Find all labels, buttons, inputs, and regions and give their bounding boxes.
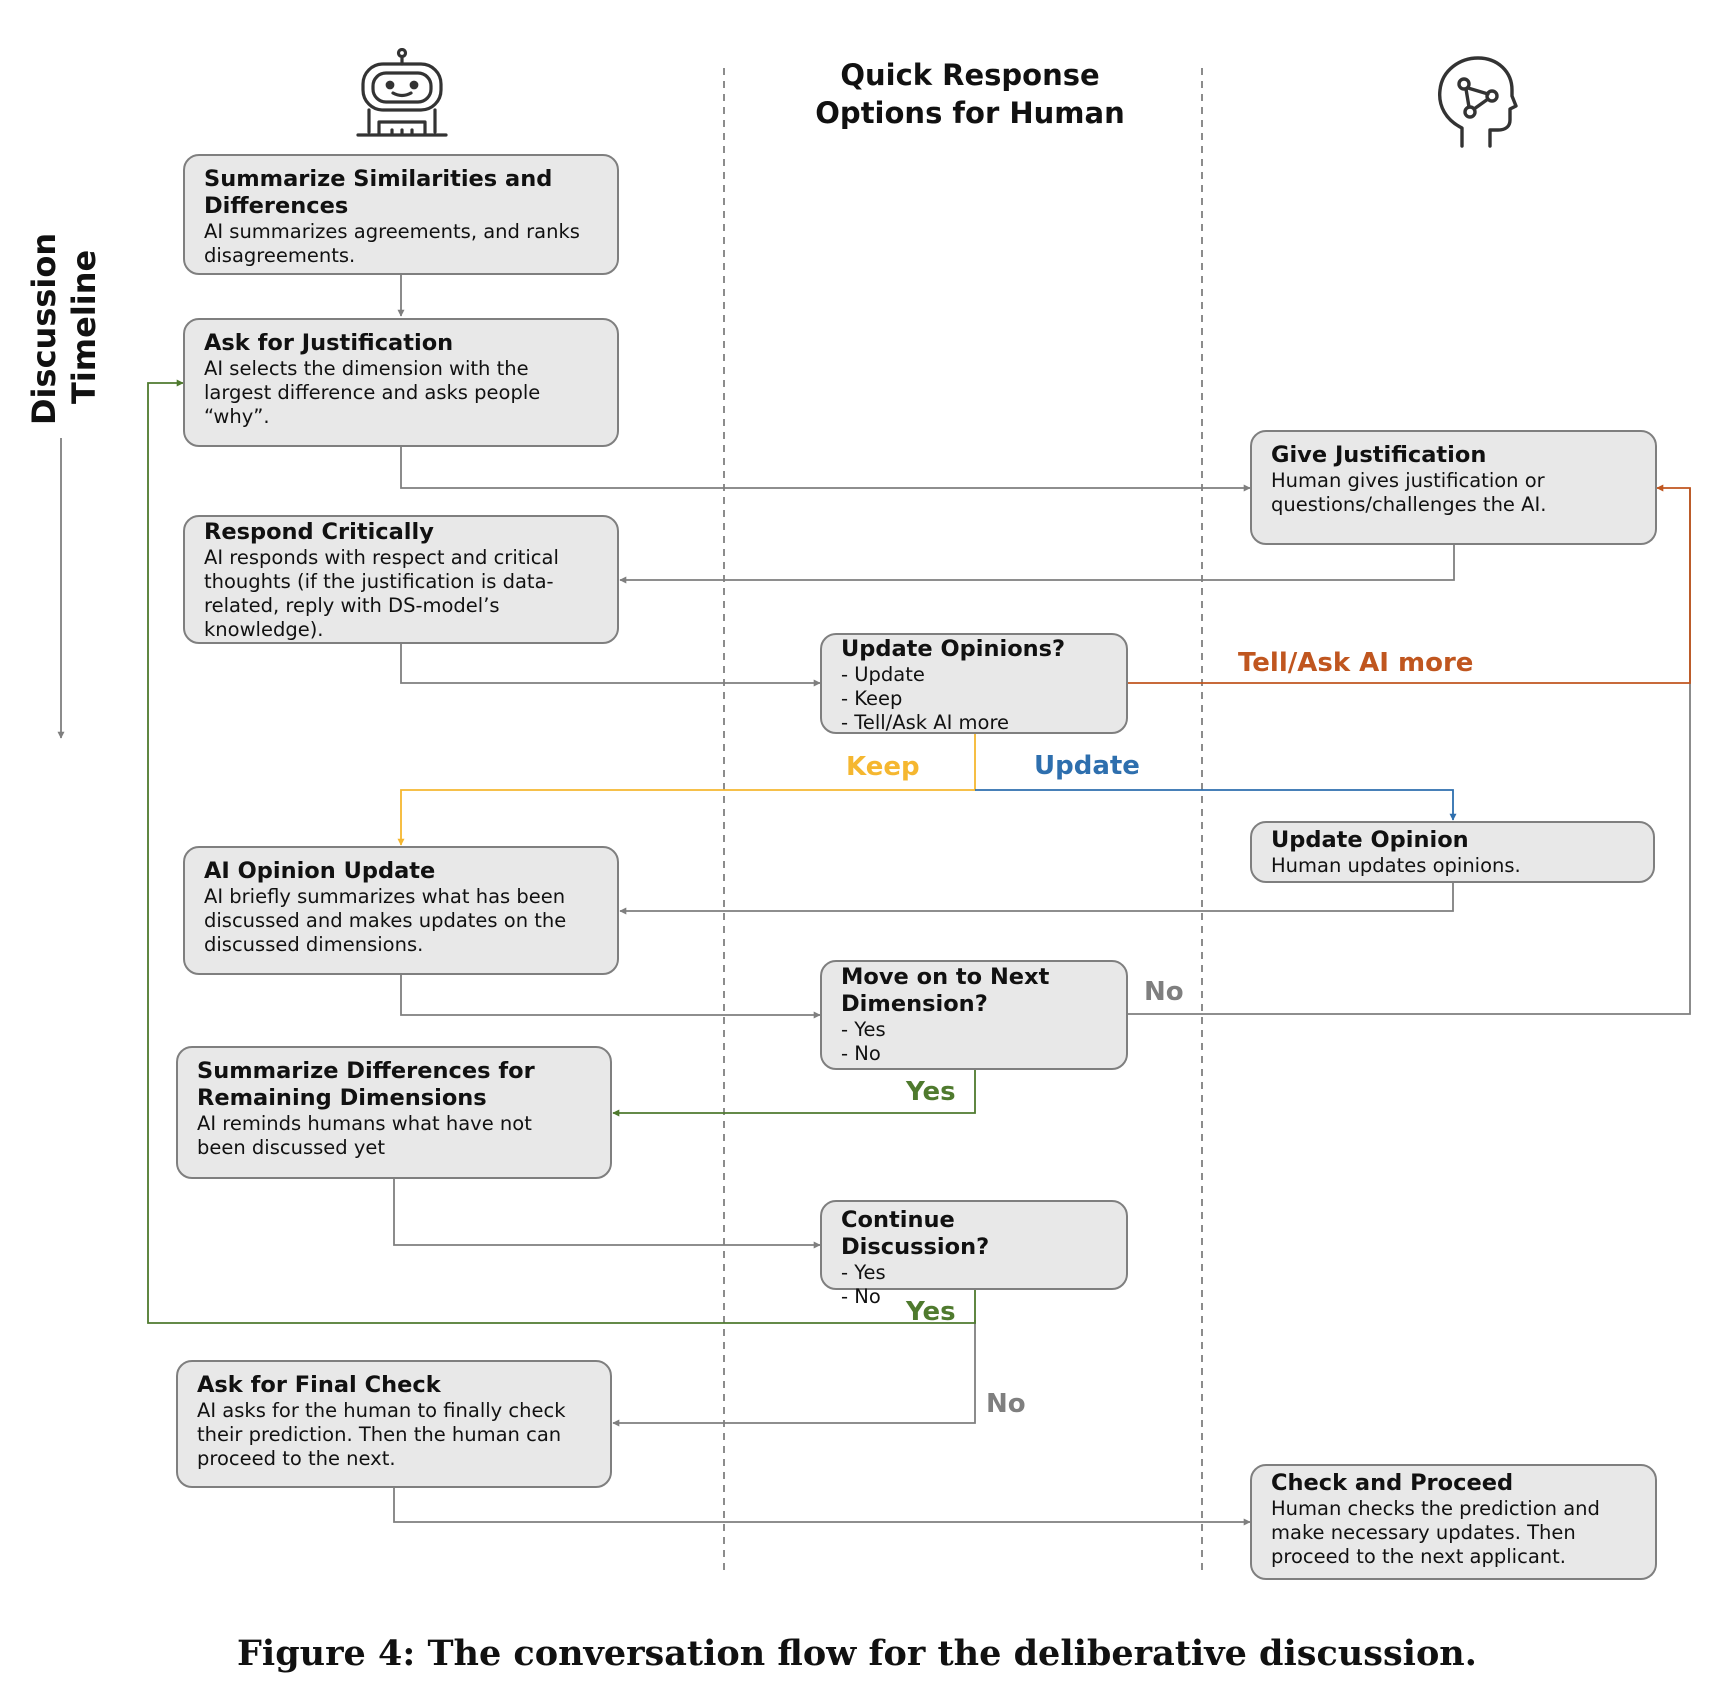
- node-description: AI reminds humans what have not been dis…: [197, 1112, 532, 1159]
- node-title: Update Opinions?: [841, 636, 1066, 662]
- node-description: AI responds with respect and critical th…: [204, 546, 559, 641]
- edge-label-tell-ask: Tell/Ask AI more: [1238, 648, 1474, 678]
- node-description: AI selects the dimension with the larges…: [204, 357, 541, 428]
- edge-move-no-to-give-justification: [1128, 488, 1691, 1015]
- node-description: Human updates opinions.: [1271, 854, 1521, 877]
- node-update-opinions-question: Update Opinions? - Update - Keep - Tell/…: [820, 633, 1128, 734]
- edge-tell-ask-to-give-justification: [1128, 484, 1691, 684]
- node-title: Respond Critically: [204, 519, 434, 545]
- node-continue-question: Continue Discussion? - Yes - No: [820, 1200, 1128, 1308]
- node-title: Ask for Justification: [204, 330, 454, 356]
- edge-give-justification-to-respond: [619, 545, 1455, 584]
- node-title: Check and Proceed: [1271, 1470, 1514, 1496]
- quick-response-header: Quick Response Options for Human: [815, 58, 1125, 130]
- node-description: AI asks for the human to finally check t…: [197, 1399, 566, 1470]
- node-check-proceed: Check and Proceed Human checks the predi…: [1250, 1464, 1657, 1580]
- node-description: - Yes - No: [841, 1261, 886, 1308]
- node-description: - Yes - No: [841, 1018, 886, 1065]
- edge-move-yes-to-remaining: [612, 1070, 976, 1117]
- edge-label-continue-yes: Yes: [906, 1297, 956, 1327]
- node-description: Human gives justification or questions/c…: [1271, 469, 1547, 516]
- node-move-next-question: Move on to Next Dimension? - Yes - No: [820, 960, 1128, 1070]
- discussion-timeline-label: Discussion Timeline: [18, 220, 108, 450]
- node-title: Ask for Final Check: [197, 1372, 441, 1398]
- edge-ask-to-give-justification: [400, 447, 1251, 492]
- node-title: Summarize Similarities and Differences: [204, 166, 553, 219]
- node-respond-critically: Respond Critically AI responds with resp…: [183, 515, 619, 644]
- node-give-justification: Give Justification Human gives justifica…: [1250, 430, 1657, 545]
- node-ask-justification: Ask for Justification AI selects the dim…: [183, 318, 619, 447]
- node-ai-opinion-update: AI Opinion Update AI briefly summarizes …: [183, 846, 619, 975]
- figure-caption: Figure 4: The conversation flow for the …: [237, 1633, 1477, 1674]
- timeline-label-line2: Timeline: [65, 249, 103, 404]
- edge-label-keep: Keep: [846, 752, 920, 782]
- edge-continue-yes-to-ask: [147, 379, 976, 1324]
- edge-keep-to-ai-update: [397, 734, 976, 846]
- edge-final-check-to-check-proceed: [393, 1488, 1251, 1526]
- node-title: Summarize Differences for Remaining Dime…: [197, 1058, 535, 1111]
- edge-label-move-yes: Yes: [906, 1077, 956, 1107]
- node-title: AI Opinion Update: [204, 858, 436, 884]
- edge-ai-update-to-move-q: [400, 975, 821, 1019]
- edge-remaining-to-continue-q: [393, 1179, 821, 1249]
- edge-respond-to-update-q: [400, 644, 821, 687]
- timeline-label-line1: Discussion: [25, 232, 63, 425]
- node-description: AI briefly summarizes what has been disc…: [204, 885, 567, 956]
- robot-icon: [356, 48, 448, 137]
- node-update-opinion: Update Opinion Human updates opinions.: [1250, 821, 1655, 883]
- node-final-check: Ask for Final Check AI asks for the huma…: [176, 1360, 612, 1488]
- node-title: Continue Discussion?: [841, 1207, 990, 1260]
- edge-update-to-update-opinion: [975, 789, 1457, 821]
- node-title: Update Opinion: [1271, 827, 1469, 853]
- node-description: AI summarizes agreements, and ranks disa…: [204, 220, 580, 267]
- human-head-network-icon: [1438, 56, 1518, 148]
- edge-continue-no-to-final-check: [612, 1320, 976, 1427]
- edge-label-update: Update: [1034, 751, 1140, 781]
- edge-label-move-no: No: [1144, 977, 1184, 1007]
- node-summarize-remaining: Summarize Differences for Remaining Dime…: [176, 1046, 612, 1179]
- edge-label-continue-no: No: [986, 1389, 1026, 1419]
- node-summarize-similarities: Summarize Similarities and Differences A…: [183, 154, 619, 275]
- edge-update-opinion-to-ai-update: [619, 883, 1454, 915]
- node-title: Move on to Next Dimension?: [841, 964, 1050, 1017]
- node-description: - Update - Keep - Tell/Ask AI more: [841, 663, 1010, 734]
- node-title: Give Justification: [1271, 442, 1487, 468]
- node-description: Human checks the prediction and make nec…: [1271, 1497, 1600, 1568]
